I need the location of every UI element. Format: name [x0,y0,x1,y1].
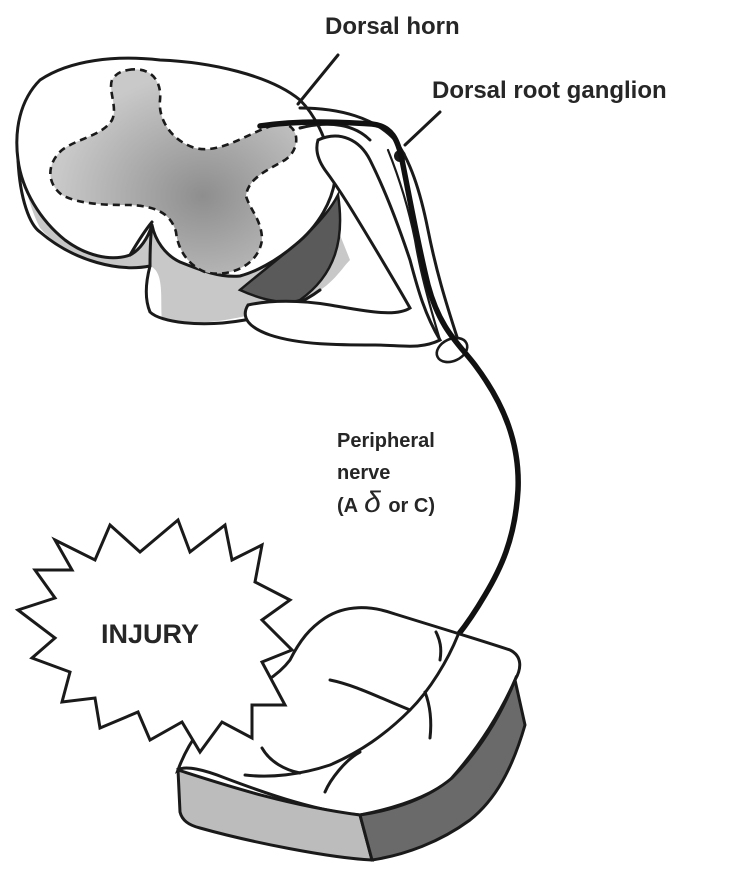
injury-burst: INJURY [18,520,292,752]
delta-symbol: δ [364,486,381,519]
dorsal-horn-label: Dorsal horn [325,13,460,40]
peripheral-nerve-label-line2: nerve [337,462,390,484]
dorsal-horn-leader [298,55,338,104]
spinal-cord-section [17,58,350,324]
fiber-type-suffix: or C) [383,495,435,517]
fiber-type-prefix: (A [337,495,358,517]
peripheral-nerve-label-line3: (A δ or C) [337,486,435,519]
injury-label: INJURY [101,619,199,649]
dorsal-root-ganglion-leader [405,112,440,145]
dorsal-root-ganglion-label: Dorsal root ganglion [432,77,667,104]
peripheral-nerve-label-line1: Peripheral [337,430,435,452]
